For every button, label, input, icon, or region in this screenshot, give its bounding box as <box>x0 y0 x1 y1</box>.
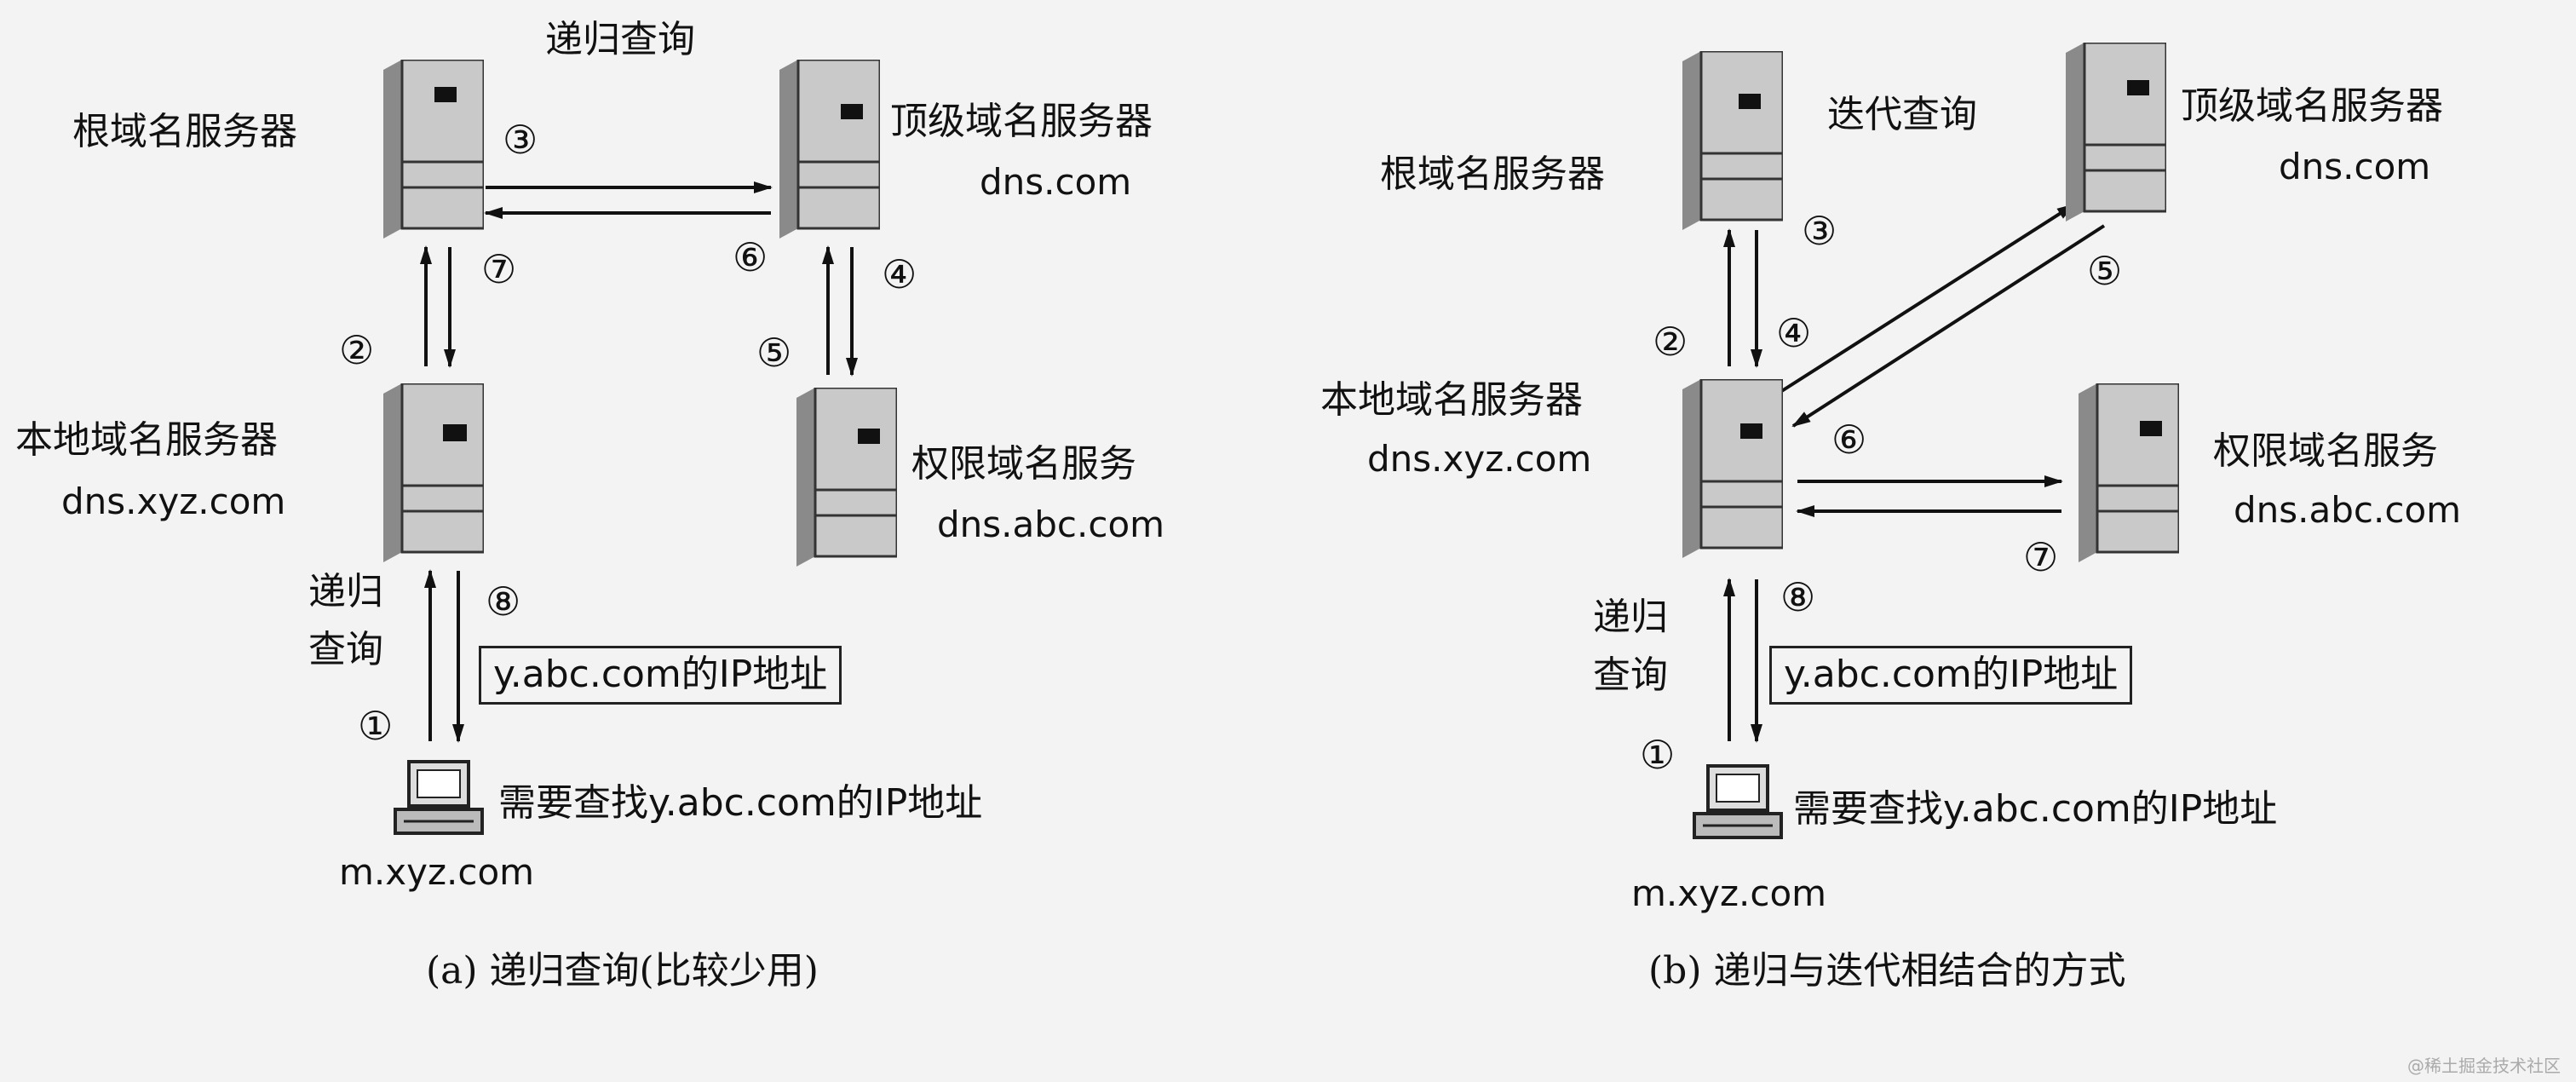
host-computer-icon-b <box>1693 764 1783 839</box>
root-server-label-b: 根域名服务器 <box>1380 153 1605 196</box>
local-server-icon-a <box>383 383 484 562</box>
step-5-b: ⑤ <box>2087 248 2123 294</box>
auth-server-icon-a <box>796 388 897 567</box>
step-6-a: ⑥ <box>733 234 768 280</box>
root-server-label-a: 根域名服务器 <box>72 110 297 153</box>
step-6-b: ⑥ <box>1831 417 1867 463</box>
step-7-b: ⑦ <box>2023 534 2059 580</box>
caption-a: (a) 递归查询(比较少用) <box>426 949 819 993</box>
tld-server-label-b: 顶级域名服务器 <box>2181 84 2443 128</box>
caption-b: (b) 递归与迭代相结合的方式 <box>1648 949 2126 993</box>
answer-box-a: y.abc.com的IP地址 <box>479 646 842 705</box>
auth-server-label-b: 权限域名服务 <box>2213 429 2438 473</box>
step-3-a: ③ <box>503 117 538 163</box>
query-label-a-2: 查询 <box>308 628 383 671</box>
step-4-a: ④ <box>882 251 917 297</box>
step-1-b: ① <box>1640 732 1676 778</box>
host-name-b: m.xyz.com <box>1631 872 1827 914</box>
tld-server-icon-b <box>2066 43 2166 222</box>
step-4-b: ④ <box>1776 310 1812 356</box>
arrow-b-tld-to-local <box>1791 224 2106 428</box>
step-2-a: ② <box>339 327 375 373</box>
step-1-a: ① <box>358 703 394 749</box>
tld-domain-b: dns.com <box>2279 146 2431 187</box>
root-server-icon-b <box>1682 51 1783 230</box>
step-2-b: ② <box>1653 319 1688 365</box>
host-task-b: 需要查找y.abc.com的IP地址 <box>1793 787 2278 831</box>
step-3-b: ③ <box>1802 208 1837 254</box>
local-server-label-b: 本地域名服务器 <box>1320 378 1583 422</box>
local-server-icon-b <box>1682 379 1783 558</box>
tld-domain-a: dns.com <box>980 161 1132 203</box>
title-iterative-query: 迭代查询 <box>1827 93 1977 136</box>
local-domain-a: dns.xyz.com <box>61 481 286 522</box>
query-label-b-2: 查询 <box>1593 653 1668 697</box>
auth-server-icon-b <box>2079 383 2179 562</box>
tld-server-icon-a <box>779 60 880 239</box>
step-8-a: ⑧ <box>486 578 521 624</box>
step-7-a: ⑦ <box>481 246 517 292</box>
step-5-a: ⑤ <box>756 330 792 376</box>
arrow-b-local-to-tld <box>1779 203 2076 394</box>
tld-server-label-a: 顶级域名服务器 <box>890 100 1153 143</box>
query-label-a-1: 递归 <box>308 570 383 613</box>
answer-box-b: y.abc.com的IP地址 <box>1769 646 2133 705</box>
query-label-b-1: 递归 <box>1593 596 1668 639</box>
title-recursive-query: 递归查询 <box>545 18 695 61</box>
host-name-a: m.xyz.com <box>339 851 535 893</box>
watermark: @稀土掘金技术社区 <box>2407 1056 2561 1076</box>
local-domain-b: dns.xyz.com <box>1367 438 1592 480</box>
root-server-icon-a <box>383 60 484 239</box>
auth-domain-a: dns.abc.com <box>937 504 1165 545</box>
auth-server-label-a: 权限域名服务 <box>911 442 1136 486</box>
host-computer-icon-a <box>394 760 484 835</box>
local-server-label-a: 本地域名服务器 <box>15 418 278 462</box>
step-8-b: ⑧ <box>1780 574 1816 620</box>
host-task-a: 需要查找y.abc.com的IP地址 <box>498 781 983 825</box>
auth-domain-b: dns.abc.com <box>2234 489 2462 531</box>
